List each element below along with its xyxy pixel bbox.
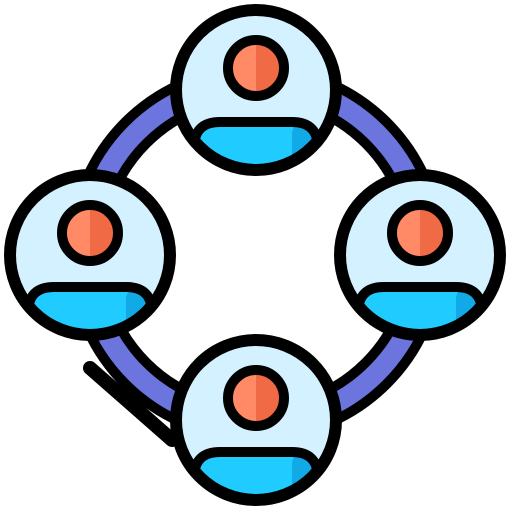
ring-outline-accent	[83, 361, 179, 447]
head-outline	[57, 200, 123, 266]
avatar-outline	[4, 169, 176, 341]
head-outline	[387, 200, 453, 266]
body-fill	[358, 287, 482, 331]
head-outline	[223, 35, 289, 101]
head-outline	[223, 365, 289, 431]
body-fill	[194, 122, 318, 166]
body-fill	[28, 287, 152, 331]
avatar-outline	[170, 334, 342, 506]
avatar-outline	[334, 169, 506, 341]
user-avatar-bottom-icon	[170, 334, 342, 506]
body-fill	[194, 452, 318, 496]
avatar-outline	[170, 4, 342, 176]
avatar-group	[4, 4, 506, 506]
user-avatar-top-icon	[170, 4, 342, 176]
user-avatar-left-icon	[4, 169, 176, 341]
user-avatar-right-icon	[334, 169, 506, 341]
